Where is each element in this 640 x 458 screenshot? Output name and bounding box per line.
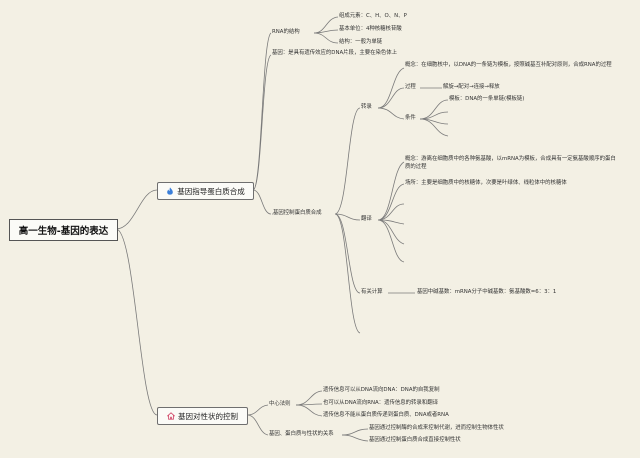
- transcription-label[interactable]: 转录: [361, 104, 372, 110]
- gene-control-label[interactable]: 基因控制蛋白质合成: [273, 210, 322, 216]
- root-topic[interactable]: 高一生物-基因的表达: [9, 219, 118, 241]
- central-dogma-item-1: 遗传信息可以从DNA流向DNA：DNA的自我复制: [323, 387, 440, 393]
- connector-b1-gene: [252, 54, 272, 191]
- house-icon: [167, 412, 175, 420]
- transcription-process-label[interactable]: 过程: [405, 84, 416, 90]
- flame-icon: [167, 187, 174, 195]
- translation-concept: 概念：游离在细胞质中的各种氨基酸，以mRNA为模板，合成具有一定氨基酸顺序的蛋白…: [405, 156, 616, 170]
- rna-item-3: 结构：一般为单链: [339, 39, 383, 45]
- translation-site: 场所：主要是细胞质中的核糖体，次要是叶绿体、线粒体中的核糖体: [405, 180, 567, 186]
- connector-b2-relation: [246, 414, 269, 436]
- transcription-condition-label[interactable]: 条件: [405, 115, 416, 121]
- connector-tl-site: [377, 183, 405, 221]
- connector-tl-concept: [377, 161, 405, 221]
- calculation-ratio: 基因中碱基数：mRNA分子中碱基数：氨基酸数=6：3：1: [417, 289, 557, 295]
- translation-label[interactable]: 翻译: [361, 216, 372, 222]
- connector-root-branch1: [115, 189, 158, 230]
- transcription-concept: 概念：在细胞核中，以DNA的一条链为模板，按照碱基互补配对原则，合成RNA的过程: [405, 62, 612, 68]
- connector-tr-concept: [377, 67, 405, 109]
- branch-gene-protein-synthesis[interactable]: 基因指导蛋白质合成: [157, 182, 254, 200]
- connector-tr-condition: [377, 107, 405, 120]
- rna-item-1: 组成元素：C、H、O、N、P: [339, 13, 407, 19]
- rna-item-2: 基本单位：4种核糖核苷酸: [339, 26, 402, 32]
- connector-control-calc: [334, 213, 361, 294]
- connector-b1-rna: [252, 32, 272, 191]
- branch-gene-trait-control[interactable]: 基因对性状的控制: [157, 407, 248, 425]
- central-dogma-label[interactable]: 中心法则: [269, 401, 291, 407]
- gene-protein-trait-label[interactable]: 基因、蛋白质与性状的关系: [269, 431, 334, 437]
- connector-tr-process: [377, 87, 405, 109]
- connector-rna-3: [313, 32, 339, 44]
- connector-control-empty: [334, 213, 361, 334]
- connector-control-transcription: [334, 107, 361, 215]
- connector-root-branch2: [115, 228, 158, 416]
- connector-b1-control: [252, 189, 272, 215]
- central-dogma-item-2: 也可以从DNA流向RNA：遗传信息的转录和翻译: [323, 400, 438, 406]
- connector-rna-1: [313, 16, 339, 34]
- gene-definition: 基因：是具有遗传效应的DNA片段，主要在染色体上: [272, 50, 398, 56]
- branch2-title: 基因对性状的控制: [178, 411, 238, 421]
- rna-structure-label[interactable]: RNA的结构: [272, 29, 300, 35]
- transcription-condition-template: 模板：DNA的一条单链(模板链): [449, 96, 525, 102]
- transcription-process: 解旋→配对→连接→释放: [443, 84, 500, 90]
- branch1-title: 基因指导蛋白质合成: [177, 186, 245, 196]
- connector-control-translation: [334, 213, 361, 221]
- relation-item-1: 基因通过控制酶的合成来控制代谢，进而控制生物体性状: [369, 425, 504, 431]
- relation-item-2: 基因通过控制蛋白质合成直接控制性状: [369, 437, 461, 443]
- connector-rna-2: [313, 29, 339, 34]
- connector-b2-central: [246, 404, 269, 416]
- calculation-label[interactable]: 有关计算: [361, 289, 383, 295]
- central-dogma-item-3: 遗传信息不能从蛋白质传递到蛋白质、DNA或者RNA: [323, 412, 449, 418]
